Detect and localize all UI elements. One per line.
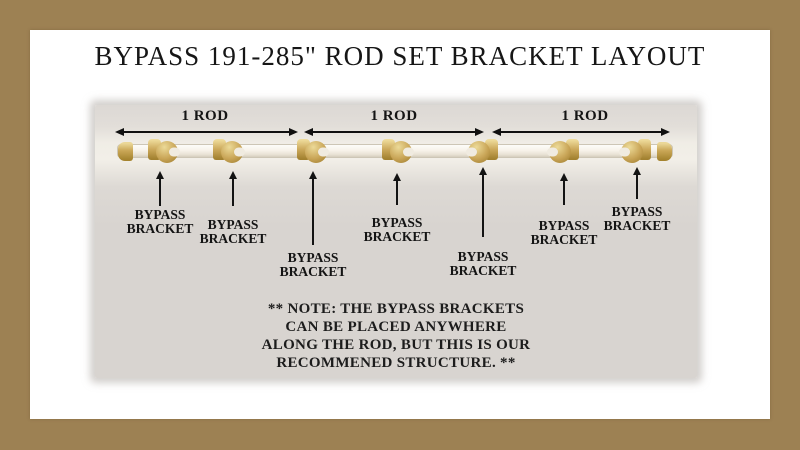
bypass-bracket [548,139,580,164]
callout-label-line: BYPASS [207,217,259,232]
callout-arrow [392,173,401,205]
bracket-cring [621,141,643,163]
note-line: CAN BE PLACED ANYWHERE [285,319,507,335]
bypass-bracket [381,139,413,164]
rod-length-label: 1 ROD [370,108,418,124]
callout-arrow [478,167,487,237]
bypass-bracket [467,139,499,164]
callout-arrow [308,171,317,245]
rod-length-label: 1 ROD [181,108,229,124]
dimension-arrow [304,127,484,136]
callout-label-line: BRACKET [530,232,598,247]
callout-arrow [228,171,237,206]
callout-arrow [632,167,641,199]
rod-length-label: 1 ROD [561,108,609,124]
callout-label-line: BYPASS [457,249,509,264]
callout-label-line: BYPASS [287,250,339,265]
bracket-cring [468,141,490,163]
note-line: ALONG THE ROD, BUT THIS IS OUR [261,337,531,353]
callout-arrow [155,171,164,206]
callout-label-line: BYPASS [371,215,423,230]
callout-label-line: BRACKET [126,221,194,236]
callout-label-line: BRACKET [449,263,517,278]
callout-label-line: BYPASS [611,204,663,219]
rod-end-cap [118,142,133,161]
callout-label-line: BRACKET [279,264,347,279]
callout-label-line: BYPASS [538,218,590,233]
note-line: RECOMMENED STRUCTURE. ** [276,355,516,371]
bracket-cring [156,141,178,163]
bypass-bracket [620,139,652,164]
callout-arrow [559,173,568,205]
bracket-cring [221,141,243,163]
rod-end-cap [657,142,672,161]
bracket-cring [390,141,412,163]
dimension-arrow [115,127,298,136]
callout-label-line: BRACKET [363,229,431,244]
dimension-arrow [492,127,670,136]
bypass-bracket [147,139,179,164]
bracket-cring [305,141,327,163]
bypass-bracket [296,139,328,164]
bypass-bracket [212,139,244,164]
note-text: ** NOTE: THE BYPASS BRACKETS CAN BE PLAC… [95,300,697,372]
callout-label-line: BRACKET [199,231,267,246]
callout-label-line: BRACKET [603,218,671,233]
note-line: ** NOTE: THE BYPASS BRACKETS [267,301,525,317]
page-title: BYPASS 191-285" ROD SET BRACKET LAYOUT [94,41,706,71]
callout-label-line: BYPASS [134,207,186,222]
bracket-cring [549,141,571,163]
